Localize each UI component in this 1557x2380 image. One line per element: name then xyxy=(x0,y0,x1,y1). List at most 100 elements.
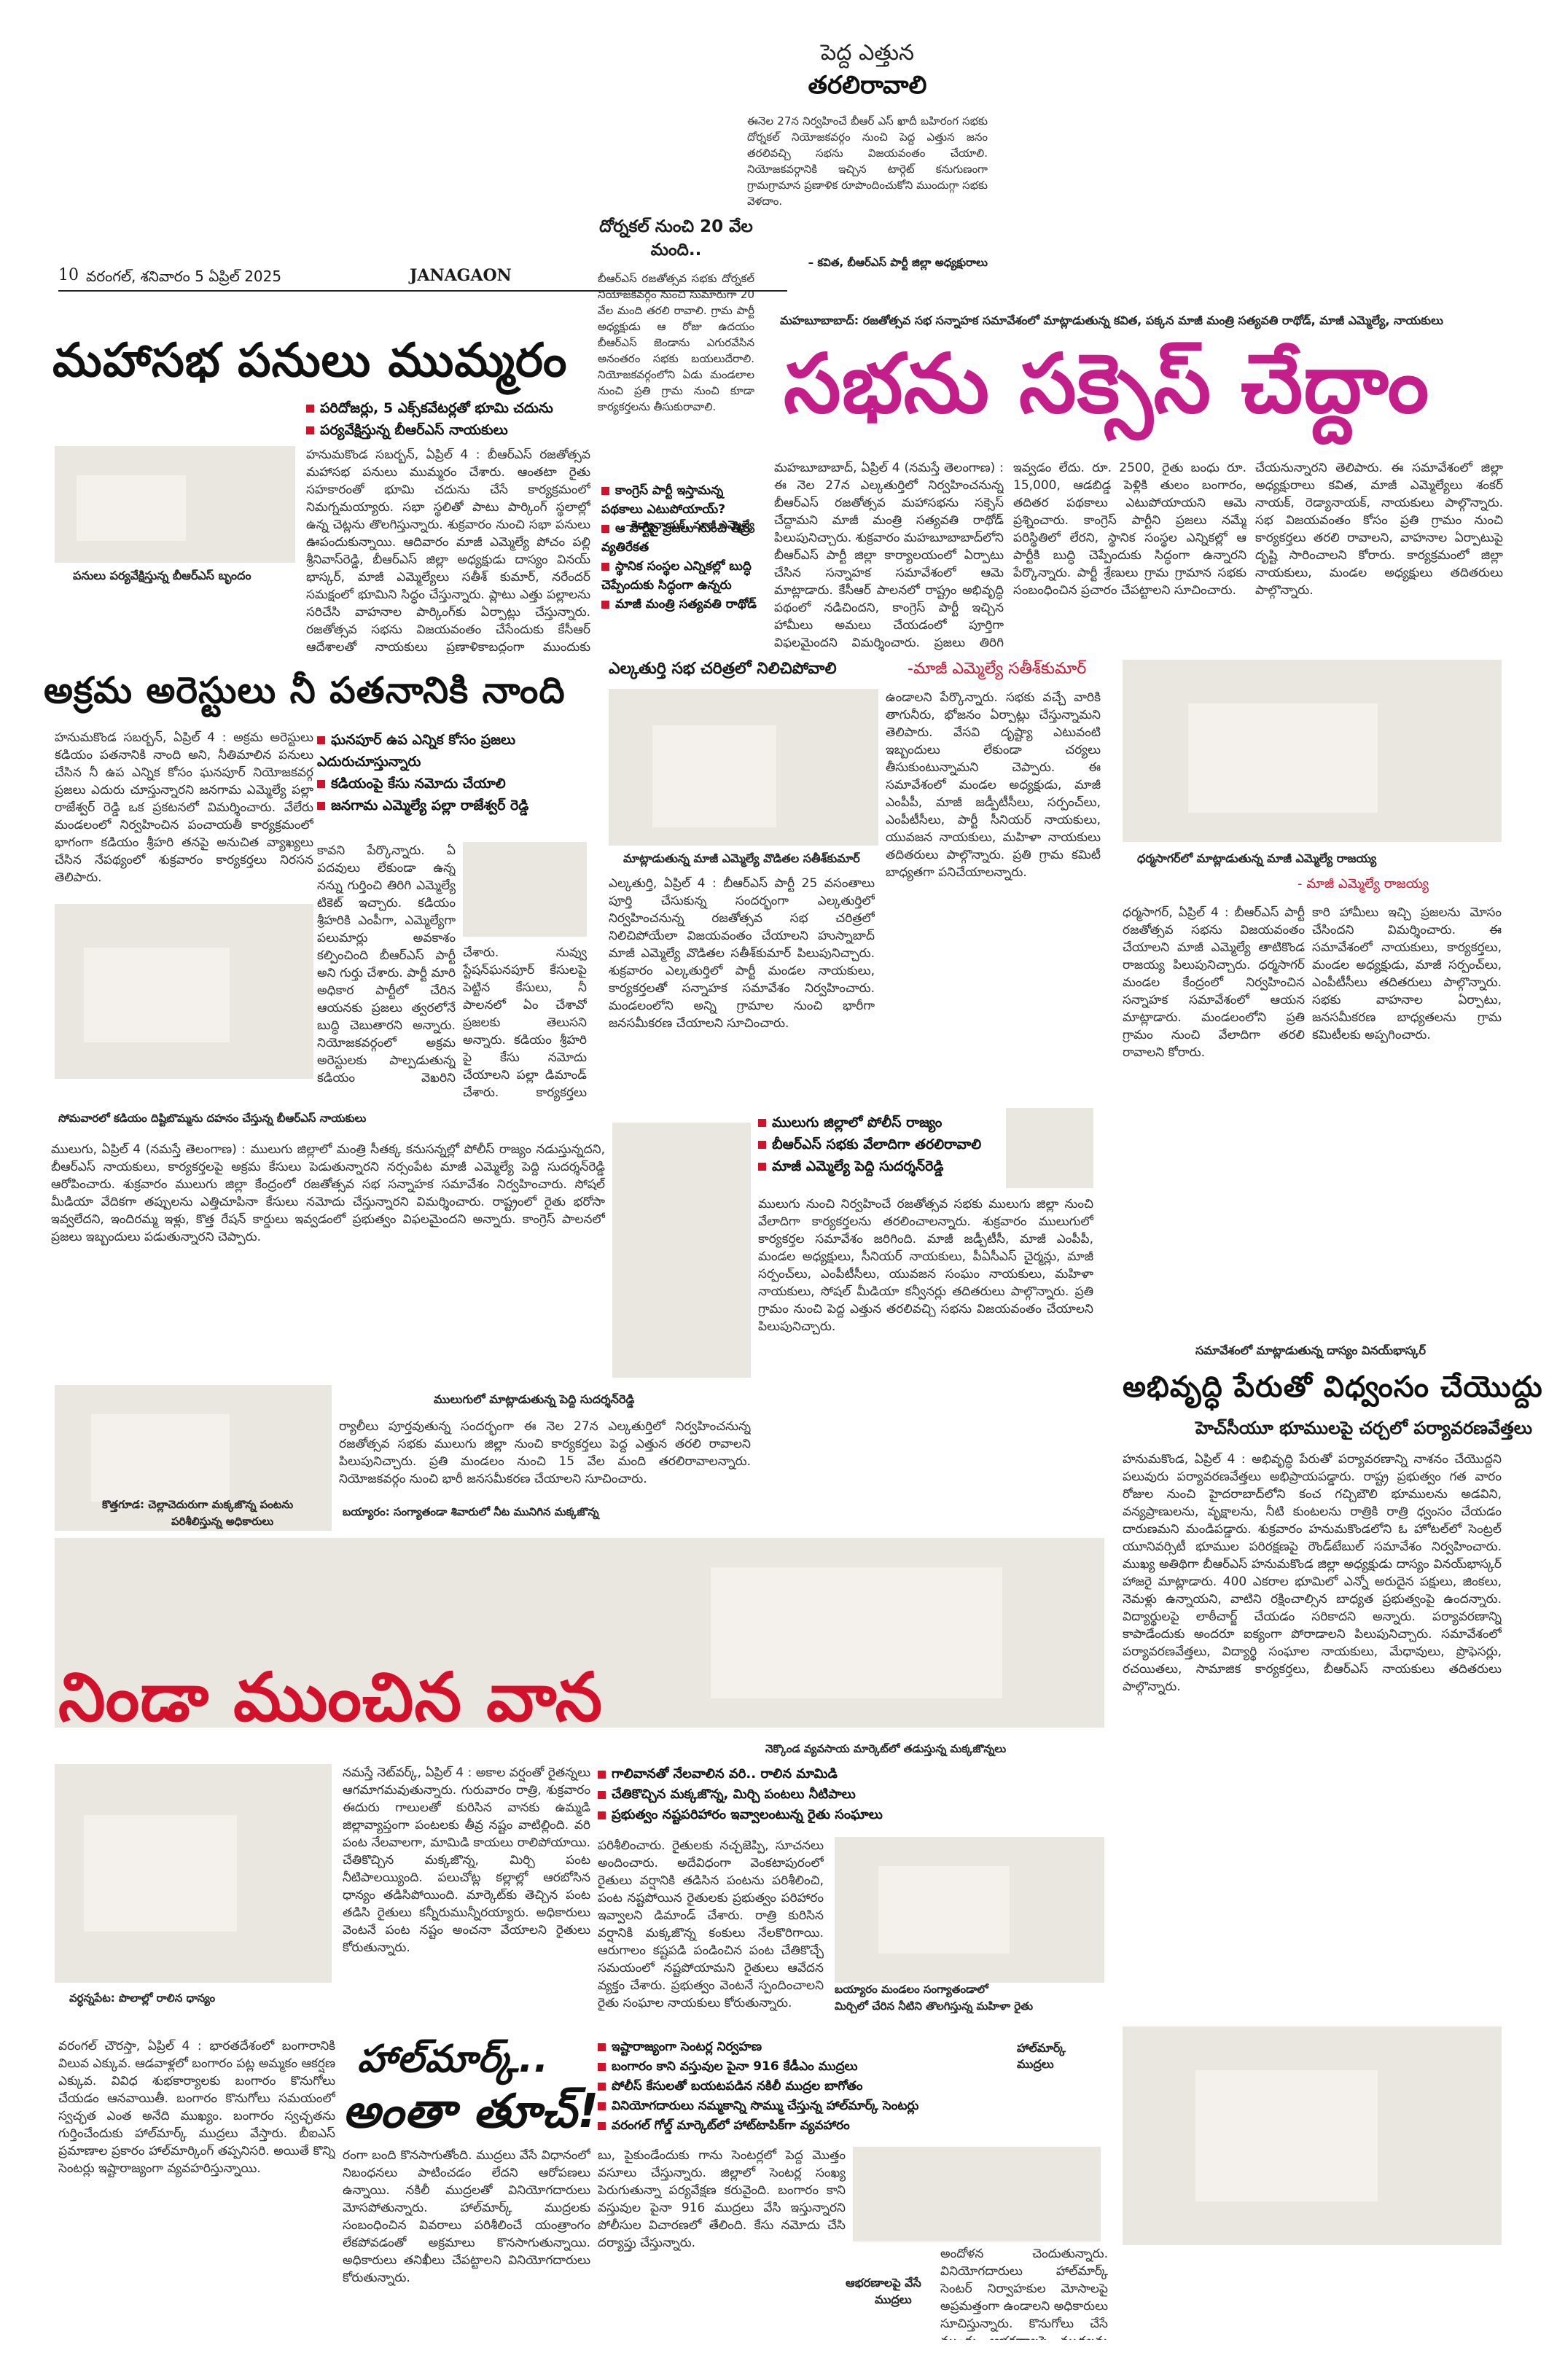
story4-col2: ఉండాలని పేర్కొన్నారు. సభకు వచ్చే వారికి … xyxy=(886,690,1101,880)
story5-photo xyxy=(1123,660,1502,842)
story8-headline: అభివృద్ధి పేరుతో విధ్వంసం చేయొద్దు xyxy=(1123,1370,1543,1404)
story2-col1: మహబూబాబాద్, ఏప్రిల్ 4 (నమస్తే తెలంగాణ) :… xyxy=(774,461,1004,650)
story1-bullets: పరిదోజర్లు, 5 ఎక్స్‌కవేటర్లతో భూమి చదును… xyxy=(306,397,590,441)
story3-bullets: ఘనపూర్ ఉప ఎన్నిక కోసం ప్రజలు ఎదురుచూస్తు… xyxy=(317,729,594,816)
story5-sign: - మాజీ ఎమ్మెల్యే రాజయ్య xyxy=(1298,876,1429,891)
story10-caption-1: హాల్‌మార్క్ xyxy=(1017,2041,1066,2055)
story2-col2: ఇవ్వడం లేదు. రూ. 2500, రైతు బంధు రూ. 15,… xyxy=(1013,461,1246,598)
story7-text: ర్యాలీలు పూర్తవుతున్న సందర్భంగా ఈ నెల 27… xyxy=(339,1419,751,1486)
story6-col1: ములుగు, ఏప్రిల్ 4 (నమస్తే తెలంగాణ) : ముల… xyxy=(51,1142,605,1244)
story1-bullet: పరిదోజర్లు, 5 ఎక్స్‌కవేటర్లతో భూమి చదును xyxy=(306,397,590,419)
story6-bullet: ములుగు జిల్లాలో పోలీస్ రాజ్యం xyxy=(758,1112,1086,1134)
story9-caption-bottom-left: వర్ధన్నపేట: పొలాల్లో రాలిన ధాన్యం xyxy=(69,1991,216,2005)
story2-col3: చేయనున్నారని తెలిపారు. ఈ సమావేశంలో జిల్ల… xyxy=(1255,461,1503,598)
story10-bullet: పోలీస్ కేసులతో బయటపడిన నకిలీ ముద్రల బాగో… xyxy=(598,2077,1006,2096)
story3-col1: హనుమకొండ సబర్బన్, ఏప్రిల్ 4 : అక్రమ అరెస… xyxy=(55,730,313,885)
dornakal-box: దోర్నకల్ నుంచి 20 వేల మంది.. బీఆర్ఎస్ రజ… xyxy=(598,215,754,558)
dornakal-text: బీఆర్ఎస్ రజతోత్సవ సభకు దోర్నకల్ నియోజకవర… xyxy=(598,272,754,413)
quote-text: ఈనెల 27న నిర్వహించే బీఆర్ ఎస్ ఖాదీ బహిరం… xyxy=(747,114,988,208)
story10-headline-2: అంతా తూచ్! xyxy=(343,2085,600,2139)
story3-photo xyxy=(463,842,587,937)
story1-text: హనుమకొండ సబర్బన్, ఏప్రిల్ 4 : బీఆర్ఎస్ ర… xyxy=(306,448,590,654)
story3-bullet: కడియంపై కేసు నమోదు చేయాలి xyxy=(317,773,594,795)
story4-photo xyxy=(609,689,878,846)
story9-headline: నిండా ముంచిన వాన xyxy=(58,1658,604,1736)
story9-col1: నమస్తే నెట్‌వర్క్, ఏప్రిల్ 4 : అకాల వర్ష… xyxy=(343,1766,590,1955)
quote-title-1: పెద్ద ఎత్తున xyxy=(820,40,915,66)
quote-sign: – కవిత, బీఆర్ఎస్ పార్టీ జిల్లా అధ్యక్షుర… xyxy=(808,256,988,269)
story1-headline: మహాసభ పనులు ముమ్మరం xyxy=(52,334,568,388)
story8-sub: హెచ్‌సీయూ భూములపై చర్చలో పర్యావరణవేత్తలు xyxy=(1195,1418,1533,1438)
story9-caption-bottom-mid-1: బయ్యారం మండలం సంగ్యాతండాలో xyxy=(835,1983,988,1996)
story8-text: హనుమకొండ, ఏప్రిల్ 4 : అభివృద్ధి పేరుతో ప… xyxy=(1123,1452,1502,1694)
story10-bullet: వరంగల్ గోల్డ్ మార్కెట్‌లో హాట్‌టాపిక్‌గా… xyxy=(598,2116,1006,2136)
story2-bullet: స్థానిక సంస్థల ఎన్నికల్లో బుద్ధి చెప్పేం… xyxy=(601,557,758,595)
story6-caption: సోమవారలో కడియం దిష్టిబొమ్మను దహనం చేస్తు… xyxy=(58,1112,367,1125)
story3-bullet: జనగామ ఎమ్మెల్యే పల్లా రాజేశ్వర్ రెడ్డి xyxy=(317,795,594,816)
story6-col2: ములుగు నుంచి నిర్వహించే రజతోత్సవ సభకు ము… xyxy=(758,1197,1093,1334)
story4-sign: -మాజీ ఎమ్మెల్యే సతీశ్‌కుమార్ xyxy=(908,660,1087,678)
story4-col1: ఎల్కతుర్తి, ఏప్రిల్ 4 : బీఆర్ఎస్ పార్టీ … xyxy=(609,876,875,1031)
story10-bullet: వినియోగదారులు నమ్మకాన్ని సొమ్ము చేస్తున్… xyxy=(598,2096,1006,2116)
story9-photo-left xyxy=(55,1385,332,1531)
header-rule xyxy=(58,290,787,292)
story1-bullet: పర్యవేక్షిస్తున్న బీఆర్ఎస్ నాయకులు xyxy=(306,419,590,441)
story9-photo-bottom-right xyxy=(835,1837,1104,1983)
story6-bullet: మాజీ ఎమ్మెల్యే పెద్ది సుదర్శన్‌రెడ్డి xyxy=(758,1155,1086,1177)
story10-photo-2 xyxy=(1123,2026,1502,2245)
dateline: వరంగల్, శనివారం 5 ఏప్రిల్ 2025 xyxy=(86,268,282,285)
story10-caption-2: ముద్రలు xyxy=(1017,2057,1054,2071)
story9-caption-mid: బయ్యారం: సంగ్యాతండా శివారులో నీట మునిగిన… xyxy=(343,1505,599,1518)
story9-caption-left-1: కొత్తగూడ: చెల్లాచెదురుగా మక్కజొన్న పంటను xyxy=(102,1498,294,1511)
story10-bullets: ఇష్టారాజ్యంగా సెంటర్ల నిర్వహణ బంగారం కాన… xyxy=(598,2037,1006,2136)
story8-caption: సమావేశంలో మాట్లాడుతున్న దాస్యం వినయ్‌భాస… xyxy=(1195,1343,1426,1357)
story10-headline-1: హాల్‌మార్క్.. xyxy=(357,2037,550,2081)
story1-photo xyxy=(55,446,295,563)
story9-bullet: ప్రభుత్వం నష్టపరిహారం ఇవ్వాలంటున్న రైతు … xyxy=(598,1805,1108,1825)
story5-col1: ధర్మసాగర్, ఏప్రిల్ 4 : బీఆర్ఎస్ పార్టీ ర… xyxy=(1123,905,1305,1060)
story2-bullets: కాంగ్రెస్ పార్టీ ఇస్తామన్న పథకాలు ఎటుపోయ… xyxy=(601,481,758,614)
story9-bullet: గాలివానతో నేలవాలిన వరి.. రాలిన మామిడి xyxy=(598,1764,1108,1784)
story2-bullet: మాజీ మంత్రి సత్యవతి రాథోడ్ xyxy=(601,595,758,614)
story10-caption-3: ఆభరణాలపై వేసే xyxy=(846,2276,921,2290)
story2-bullet: కాంగ్రెస్ పార్టీ ఇస్తామన్న పథకాలు ఎటుపోయ… xyxy=(601,481,758,519)
story10-photo xyxy=(853,2147,1101,2242)
story10-col2: రంగా బంది కొనసాగుతోంది. ముద్రలు వేసే విధ… xyxy=(343,2148,590,2285)
story10-bullet: బంగారం కాని వస్తువుల పైనా 916 కేడీఎం ముద… xyxy=(598,2057,1006,2077)
story4-head: ఎల్కతుర్తి సభ చరిత్రలో నిలిచిపోవాలి xyxy=(609,660,837,678)
page-number: 10 xyxy=(58,266,79,284)
story9-photo-bottom-left xyxy=(55,1764,332,1983)
story10-caption-4: ముద్రలు xyxy=(875,2293,912,2306)
story6-photo xyxy=(1006,1108,1093,1188)
story5-col2: కారి హామీలు ఇచ్చి ప్రజలను మోసం చేసిందని … xyxy=(1312,905,1502,1042)
story10-col4: అందోళన చెందుతున్నారు. వినియోగదారులు హాల్… xyxy=(940,2247,1108,2340)
story6-bullet: బీఆర్ఎస్ సభకు వేలాదిగా తరలిరావాలి xyxy=(758,1134,1086,1155)
story3-col3: చేశారు. నువ్వు స్టేషన్‌ఘనపూర్ కేసులపై పె… xyxy=(463,945,587,1104)
top-caption: మహబూబాబాద్: రజతోత్సవ సభ సన్నాహక సమావేశంల… xyxy=(780,313,1443,327)
dornakal-title: దోర్నకల్ నుంచి 20 వేల మంది.. xyxy=(599,217,753,260)
story5-caption: ధర్మసాగర్‌లో మాట్లాడుతున్న మాజీ ఎమ్మెల్య… xyxy=(1137,851,1377,865)
quote-title-2: తరలిరావాలి xyxy=(808,71,927,100)
story2-headline: సభను సక్సెస్ చేద్దాం xyxy=(784,337,1430,432)
story9-caption-bottom-mid-2: మిర్చిలో చేరిన నీటిని తొలగిస్తున్న మహిళా… xyxy=(835,1999,1034,2013)
story9-photo-caption: నెక్కొండ వ్యవసాయ మార్కెట్‌లో తడుస్తున్న … xyxy=(765,1742,1007,1755)
story9-caption-left-2: పరిశీలిస్తున్న అధికారులు xyxy=(171,1515,274,1528)
story9-bullets: గాలివానతో నేలవాలిన వరి.. రాలిన మామిడి చే… xyxy=(598,1764,1108,1825)
story9-col2: పరిశీలించారు. రైతులకు నచ్చజెప్పి, సూచనలు… xyxy=(598,1838,824,2010)
story6-bullets: ములుగు జిల్లాలో పోలీస్ రాజ్యం బీఆర్ఎస్ స… xyxy=(758,1112,1086,1177)
story1-caption: పనులు పర్యవేక్షిస్తున్న బీఆర్ఎస్ బృందం xyxy=(73,569,251,582)
story10-col1: వరంగల్ చౌరస్తా, ఏప్రిల్ 4 : భారతదేశంలో బ… xyxy=(58,2039,335,2176)
story10-col3: బు, పైకుండేందుకు గాను సెంటర్లలో పెద్ద మొ… xyxy=(598,2148,846,2250)
story7-photo xyxy=(612,1123,751,1378)
story4-caption: మాట్లాడుతున్న మాజీ ఎమ్మెల్యే వొడితల సతీశ… xyxy=(623,851,860,865)
story10-bullet: ఇష్టారాజ్యంగా సెంటర్ల నిర్వహణ xyxy=(598,2037,1006,2057)
story2-bullet: ఆ పార్టీపై ప్రజలు నుంచి తీవ్ర వ్యతిరేకత xyxy=(601,519,758,557)
story3-photo-2 xyxy=(55,904,313,1079)
story7-caption: ములుగులో మాట్లాడుతున్న పెద్ది సుదర్శన్‌ర… xyxy=(434,1392,635,1406)
story3-col2: కావని పేర్కొన్నారు. ఏ పదవులు లేకుండా ఉన్… xyxy=(317,843,456,1082)
story3-headline: అక్రమ అరెస్టులు నీ పతనానికి నాంది xyxy=(44,669,566,711)
story3-bullet: ఘనపూర్ ఉప ఎన్నిక కోసం ప్రజలు ఎదురుచూస్తు… xyxy=(317,729,594,773)
story9-bullet: చేతికొచ్చిన మక్కజొన్న, మిర్చి పంటలు నీటి… xyxy=(598,1784,1108,1805)
story9-photo-main xyxy=(55,1538,1104,1728)
quote-box: పెద్ద ఎత్తున తరలిరావాలి ఈనెల 27న నిర్వహి… xyxy=(747,40,988,306)
